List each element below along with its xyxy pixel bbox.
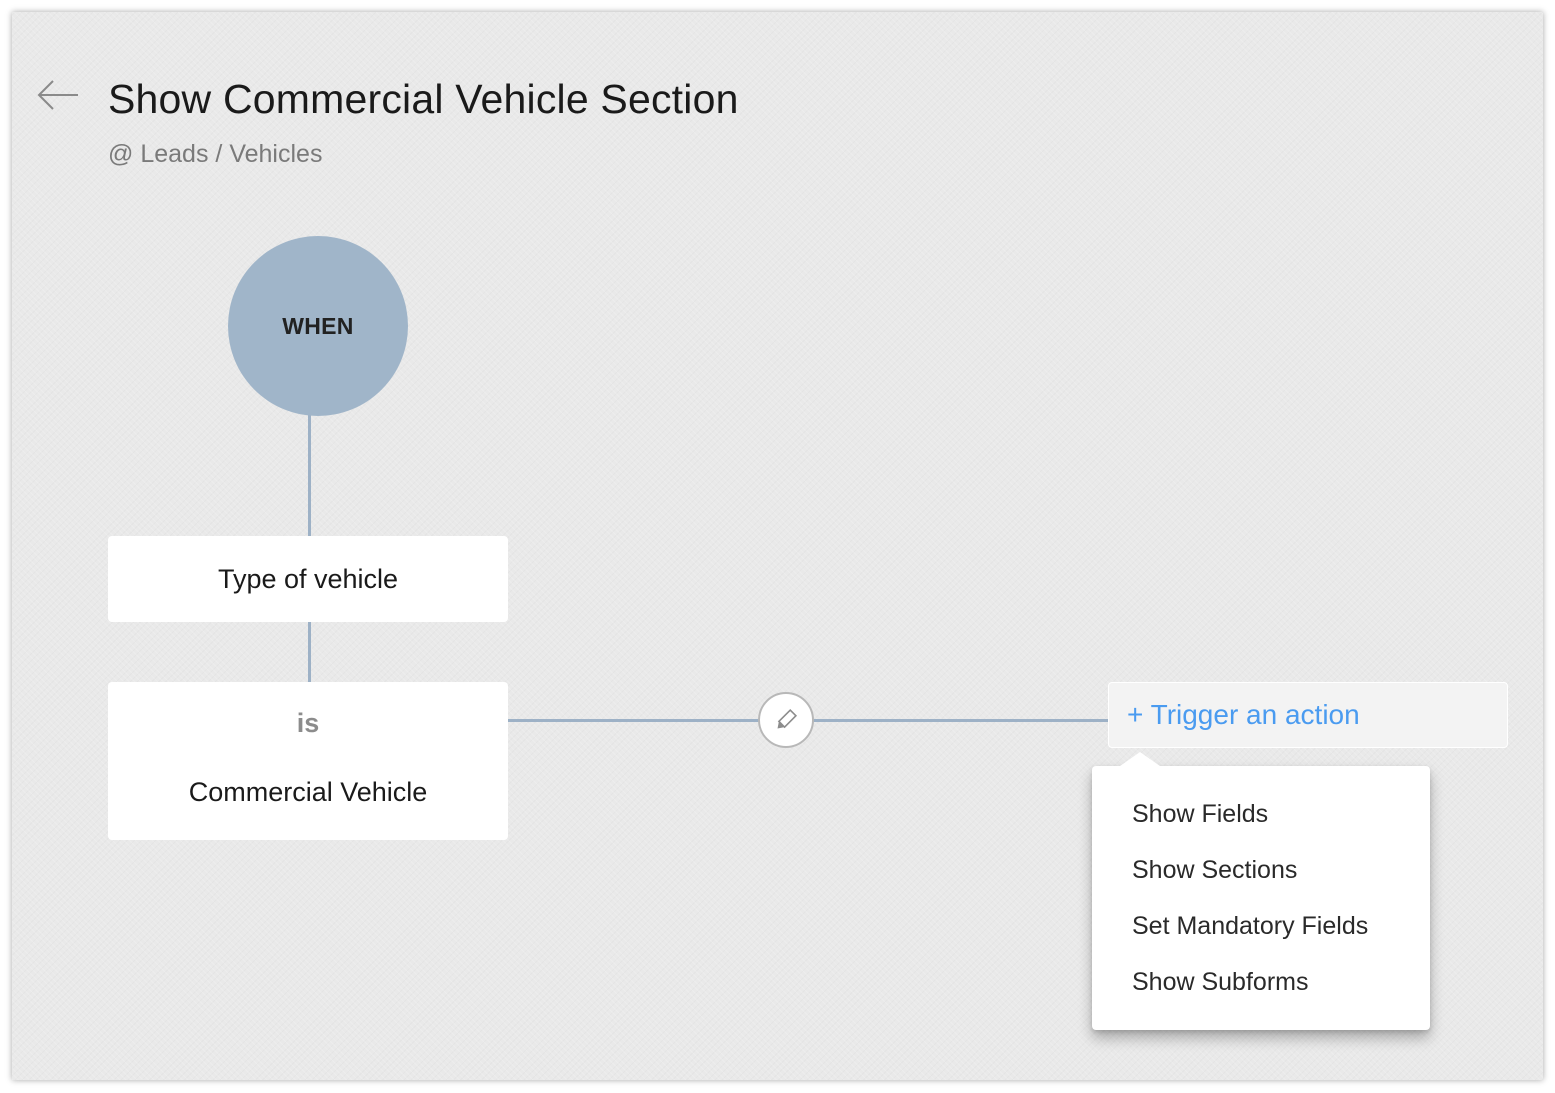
arrow-left-icon — [37, 80, 78, 110]
field-card[interactable]: Type of vehicle — [108, 536, 508, 622]
condition-operator: is — [296, 708, 320, 738]
menu-item-show-fields[interactable]: Show Fields — [1132, 800, 1269, 828]
trigger-action-button[interactable]: + Trigger an action — [1108, 682, 1508, 748]
rule-editor-window: Show Commercial Vehicle Section @ Leads … — [12, 12, 1543, 1080]
action-dropdown-menu: Show Fields Show Sections Set Mandatory … — [1092, 752, 1430, 1030]
field-name: Type of vehicle — [217, 563, 399, 594]
breadcrumb: @ Leads / Vehicles — [108, 140, 322, 169]
back-button[interactable] — [36, 78, 80, 112]
condition-value: Commercial Vehicle — [188, 777, 428, 807]
connector-edit-to-action — [812, 719, 1110, 722]
condition-card[interactable]: is Commercial Vehicle — [108, 682, 508, 840]
breadcrumb-module: Leads — [140, 140, 209, 168]
connector-condition-to-edit — [508, 719, 760, 722]
menu-item-show-subforms[interactable]: Show Subforms — [1132, 968, 1309, 996]
breadcrumb-at-symbol: @ — [108, 140, 134, 168]
breadcrumb-separator: / — [215, 140, 223, 168]
edit-condition-button[interactable] — [758, 692, 814, 748]
menu-item-show-sections[interactable]: Show Sections — [1132, 856, 1298, 884]
breadcrumb-layout: Vehicles — [229, 140, 323, 168]
connector-when-to-field — [308, 414, 311, 538]
when-node: WHEN — [228, 236, 408, 416]
dropdown-caret — [1120, 752, 1160, 766]
connector-field-to-condition — [308, 620, 311, 684]
pencil-icon — [777, 708, 798, 729]
menu-item-set-mandatory-fields[interactable]: Set Mandatory Fields — [1132, 912, 1369, 940]
page-title: Show Commercial Vehicle Section — [108, 76, 739, 122]
when-label: WHEN — [282, 312, 354, 339]
